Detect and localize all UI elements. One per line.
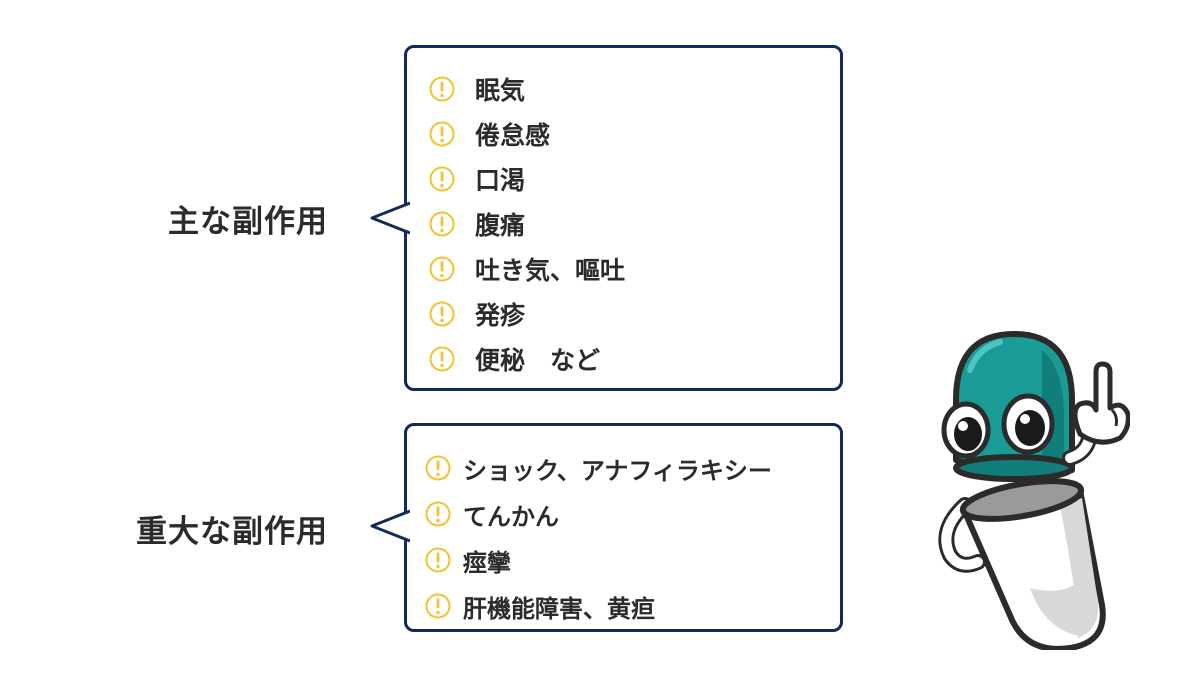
exclamation-circle-icon	[425, 547, 451, 573]
list-item: 肝機能障害、黄疸	[425, 583, 840, 629]
list-item-label: 痙攣	[463, 548, 511, 577]
list-item: 痙攣	[425, 537, 840, 583]
exclamation-circle-icon	[425, 455, 451, 481]
list-item-label: 倦怠感	[475, 120, 551, 150]
exclamation-circle-icon	[429, 346, 455, 372]
exclamation-circle-icon	[429, 211, 455, 237]
section-label-serious-side-effects: 重大な副作用	[136, 514, 328, 550]
list-item-label: ショック、アナフィラキシー	[463, 456, 772, 485]
speech-bubble-tail	[369, 200, 410, 236]
exclamation-circle-icon	[429, 256, 455, 282]
list-item-label: てんかん	[463, 502, 559, 531]
list-item: てんかん	[425, 491, 840, 537]
list-item-label: 肝機能障害、黄疸	[463, 594, 655, 623]
list-item: 吐き気、嘔吐	[429, 246, 840, 291]
exclamation-circle-icon	[429, 121, 455, 147]
list-item: 眠気	[429, 66, 840, 111]
capsule-mascot-illustration	[930, 330, 1131, 652]
list-item-label: 口渇	[475, 165, 526, 195]
list-item: ショック、アナフィラキシー	[425, 445, 840, 491]
list-item-label: 腹痛	[475, 210, 526, 240]
speech-bubble-serious-side-effects: ショック、アナフィラキシー てんかん 痙攣 肝機能障害、黄疸	[370, 423, 843, 632]
list-item: 口渇	[429, 156, 840, 201]
exclamation-circle-icon	[425, 501, 451, 527]
list-item: 倦怠感	[429, 111, 840, 156]
side-effect-list: 眠気 倦怠感 口渇 腹痛 吐き気、嘔吐 発疹 便秘 など	[429, 66, 840, 381]
list-item: 腹痛	[429, 201, 840, 246]
list-item: 発疹	[429, 291, 840, 336]
list-item-label: 眠気	[475, 75, 526, 105]
side-effect-list: ショック、アナフィラキシー てんかん 痙攣 肝機能障害、黄疸	[425, 445, 840, 629]
exclamation-circle-icon	[429, 301, 455, 327]
exclamation-circle-icon	[429, 166, 455, 192]
speech-bubble-main-side-effects: 眠気 倦怠感 口渇 腹痛 吐き気、嘔吐 発疹 便秘 など	[370, 45, 843, 391]
section-label-main-side-effects: 主な副作用	[168, 204, 328, 240]
exclamation-circle-icon	[429, 76, 455, 102]
list-item-label: 発疹	[475, 300, 526, 330]
speech-bubble-tail	[369, 508, 410, 544]
list-item-label: 吐き気、嘔吐	[475, 255, 626, 285]
exclamation-circle-icon	[425, 593, 451, 619]
list-item-label: 便秘 など	[475, 345, 601, 375]
list-item: 便秘 など	[429, 336, 840, 381]
